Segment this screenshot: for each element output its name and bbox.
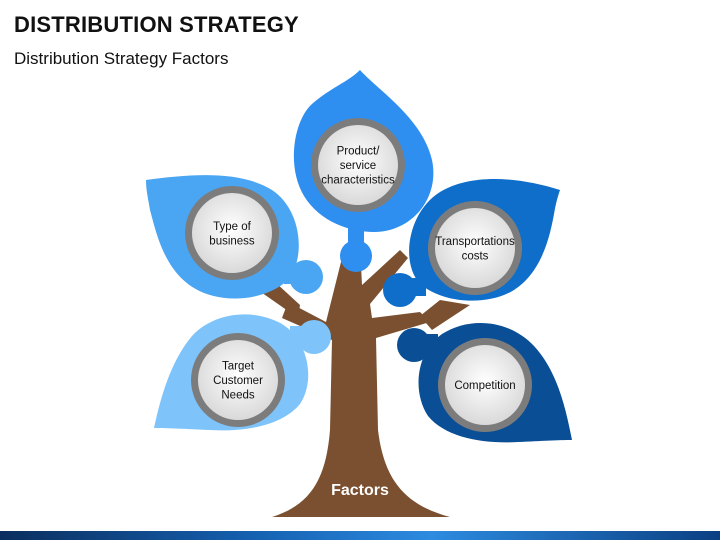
factor-label-line: Competition bbox=[454, 380, 515, 392]
leaf-stem bbox=[348, 226, 364, 250]
factor-label-line: service bbox=[340, 160, 376, 172]
factor-label-line: Transportations bbox=[435, 236, 515, 248]
factor-label-line: characteristics bbox=[321, 175, 395, 187]
tree-trunk bbox=[272, 246, 450, 517]
factor-label-line: business bbox=[209, 235, 255, 247]
factor-circle bbox=[192, 193, 272, 273]
trunk-label: Factors bbox=[331, 482, 389, 499]
factor-label-line: Product/ bbox=[337, 146, 381, 158]
factor-label-product-service: Product/service characteristics bbox=[321, 146, 395, 187]
factor-label-transportation-costs: Transportations costs bbox=[435, 236, 515, 263]
factor-label-type-of-business: Type of business bbox=[209, 221, 255, 248]
factor-leaf-type-of-business: Type of business bbox=[146, 175, 323, 299]
page-title: DISTRIBUTION STRATEGY bbox=[14, 12, 299, 37]
leaf-stem bbox=[404, 278, 426, 296]
leaf-stem bbox=[284, 266, 304, 284]
factor-circle bbox=[198, 340, 278, 420]
factor-label-line: Target bbox=[222, 361, 255, 373]
factor-label-line: Customer bbox=[213, 375, 263, 387]
leaf-stem bbox=[290, 326, 310, 346]
factor-circle bbox=[435, 208, 515, 288]
page-subtitle: Distribution Strategy Factors bbox=[14, 49, 229, 68]
factor-label-line: costs bbox=[462, 250, 489, 262]
factor-circle bbox=[318, 125, 398, 205]
leaf-stem bbox=[418, 334, 438, 354]
factor-leaf-product-service: Product/service characteristics bbox=[293, 70, 434, 272]
factor-leaf-transportation-costs: Transportations costs bbox=[383, 179, 560, 307]
tree-branch-right bbox=[420, 300, 470, 330]
factor-label-competition: Competition bbox=[454, 380, 515, 392]
factor-circle bbox=[445, 345, 525, 425]
factor-label-line: Needs bbox=[221, 390, 254, 402]
footer-accent-bar bbox=[0, 531, 720, 540]
factor-label-line: Type of bbox=[213, 221, 252, 233]
factor-leaf-competition: Competition bbox=[397, 322, 572, 443]
